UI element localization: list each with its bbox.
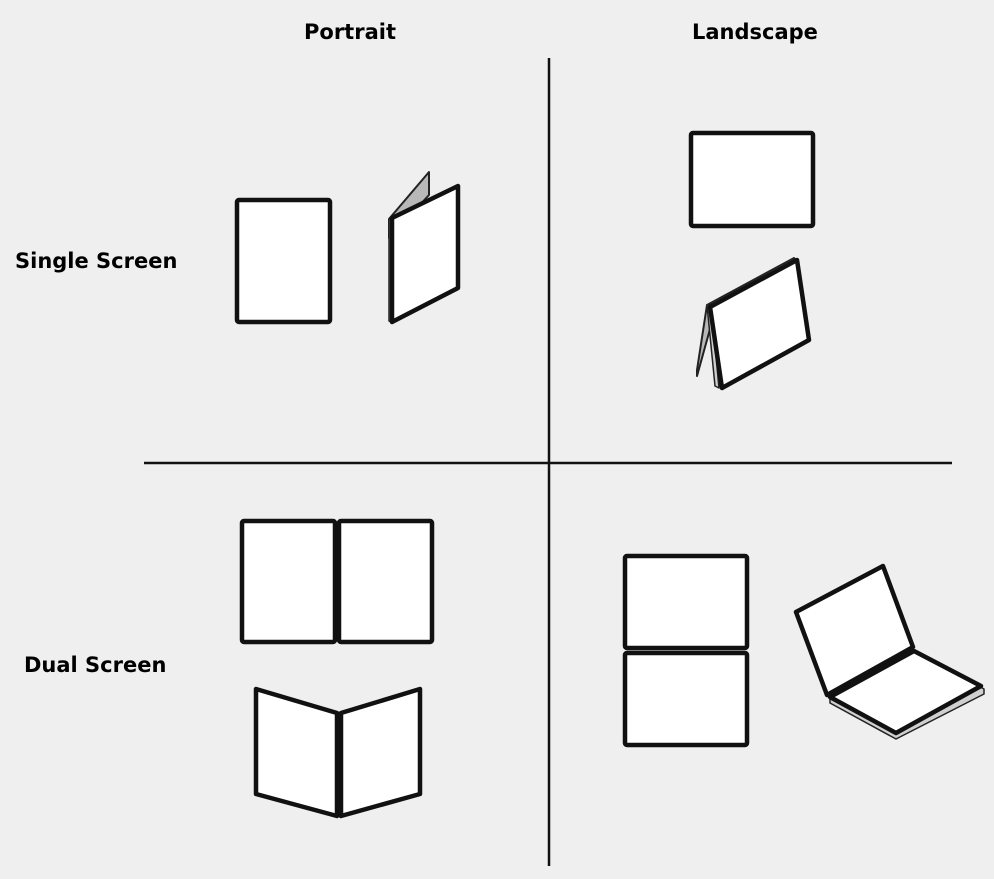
device-screen: [234, 197, 333, 325]
device-screen: [389, 183, 461, 325]
single-landscape-tent-device: [696, 257, 812, 391]
lower-screen: [827, 648, 984, 736]
single-portrait-folded-device: [388, 171, 461, 325]
single-portrait-flat-device: [234, 197, 333, 325]
left-screen: [239, 518, 338, 645]
right-screen: [336, 518, 435, 645]
column-header-portrait: Portrait: [304, 20, 396, 44]
dual-portrait-flat-device: [239, 518, 435, 645]
device-screen: [707, 257, 812, 391]
dual-landscape-laptop-device: [793, 563, 985, 740]
column-header-landscape: Landscape: [692, 20, 818, 44]
bottom-screen: [622, 650, 750, 748]
upper-screen: [793, 563, 916, 698]
dual-landscape-stacked-device: [622, 553, 750, 748]
device-screen: [688, 130, 816, 229]
row-header-single-screen: Single Screen: [15, 249, 178, 273]
device-edge: [706, 303, 720, 389]
single-landscape-flat-device: [688, 130, 816, 229]
dual-portrait-open-book-device: [253, 686, 423, 819]
row-header-dual-screen: Dual Screen: [24, 653, 167, 677]
right-screen: [338, 686, 423, 819]
left-screen: [253, 686, 340, 819]
top-screen: [622, 553, 750, 651]
